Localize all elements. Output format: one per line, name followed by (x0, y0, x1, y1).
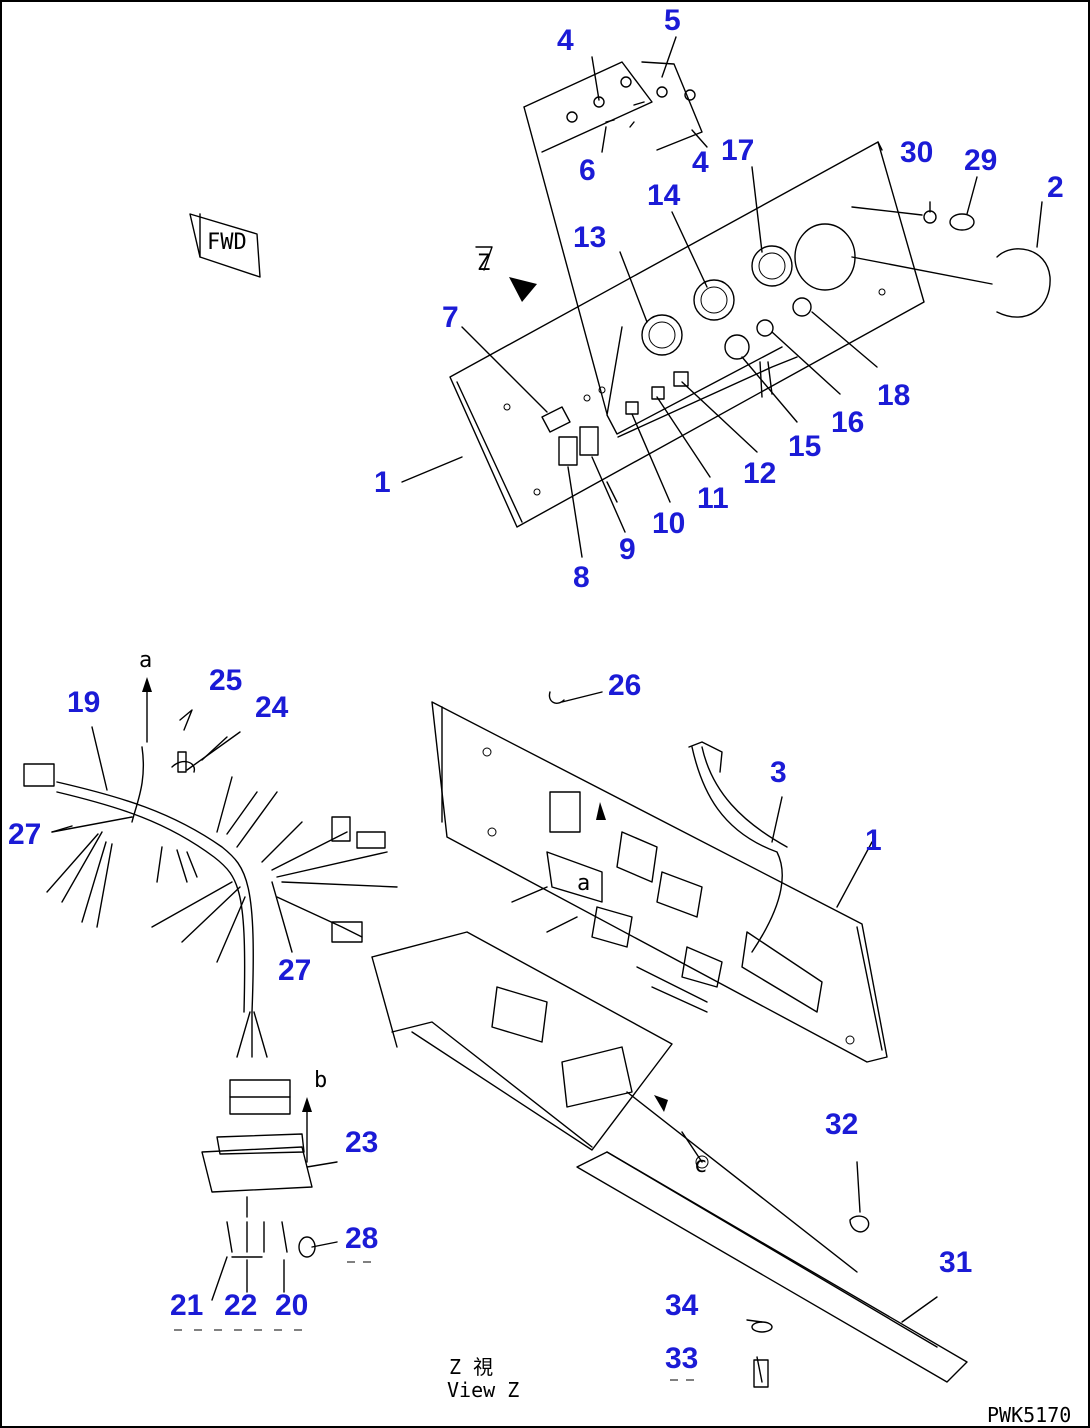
callout-16: 16 (831, 406, 864, 439)
callout-numbers: 1 2 3 4 4 5 6 7 8 9 10 11 12 13 14 15 16… (8, 4, 1064, 1375)
callout-underlines (174, 1261, 702, 1381)
callout-10: 10 (652, 507, 685, 540)
connection-arrows (142, 677, 312, 1163)
callout-3: 3 (770, 756, 787, 789)
wire-harness (23, 709, 398, 1115)
callout-17: 17 (721, 134, 754, 167)
callout-27-left: 27 (8, 818, 41, 851)
callout-28: 28 (345, 1222, 378, 1255)
callout-31: 31 (939, 1246, 972, 1279)
callout-1-lower: 1 (865, 824, 882, 857)
drawing-number: PWK5170 (987, 1403, 1071, 1427)
callout-1-upper: 1 (374, 466, 391, 499)
callout-8: 8 (573, 561, 590, 594)
upper-dashboard-panel (449, 141, 925, 528)
callout-23: 23 (345, 1126, 378, 1159)
leader-lines (51, 36, 1043, 1383)
label-a-upper: a (139, 648, 152, 673)
callout-27-right: 27 (278, 954, 311, 987)
lower-panel-assembly (371, 691, 968, 1388)
callout-34: 34 (665, 1289, 699, 1322)
callout-5: 5 (664, 4, 681, 37)
callout-26: 26 (608, 669, 641, 702)
callout-7: 7 (442, 301, 459, 334)
indicator-lamps-cluster (523, 61, 703, 415)
callout-20: 20 (275, 1289, 308, 1322)
fuse-box (201, 1133, 316, 1258)
gauge-cover (851, 206, 1051, 318)
fwd-marker: FWD (189, 213, 261, 278)
callout-4-right: 4 (692, 146, 709, 179)
callout-32: 32 (825, 1108, 858, 1141)
label-z-mark: Z (477, 251, 490, 276)
callout-22: 22 (224, 1289, 257, 1322)
callout-12: 12 (743, 457, 776, 490)
callout-29: 29 (964, 144, 997, 177)
callout-30: 30 (900, 136, 933, 169)
callout-6: 6 (579, 154, 596, 187)
label-c-panel: c (694, 1153, 707, 1178)
callout-14: 14 (647, 179, 681, 212)
callout-15: 15 (788, 430, 821, 463)
callout-18: 18 (877, 379, 910, 412)
callout-2: 2 (1047, 171, 1064, 204)
callout-9: 9 (619, 533, 636, 566)
callout-19: 19 (67, 686, 100, 719)
fwd-label: FWD (207, 230, 247, 255)
callout-33: 33 (665, 1342, 698, 1375)
callout-21: 21 (170, 1289, 203, 1322)
view-z-arrow (475, 246, 537, 302)
callout-4-left: 4 (557, 24, 574, 57)
callout-13: 13 (573, 221, 606, 254)
label-b-upper: b (314, 1068, 327, 1093)
annotation-letters: a b a c Z Z 視 View Z PWK5170 (139, 251, 1071, 1427)
view-kanji: Z 視 (449, 1355, 493, 1379)
callout-25: 25 (209, 664, 242, 697)
callout-24: 24 (255, 691, 289, 724)
view-caption: View Z (447, 1378, 519, 1402)
label-a-panel: a (577, 871, 590, 896)
callout-11: 11 (697, 482, 729, 515)
